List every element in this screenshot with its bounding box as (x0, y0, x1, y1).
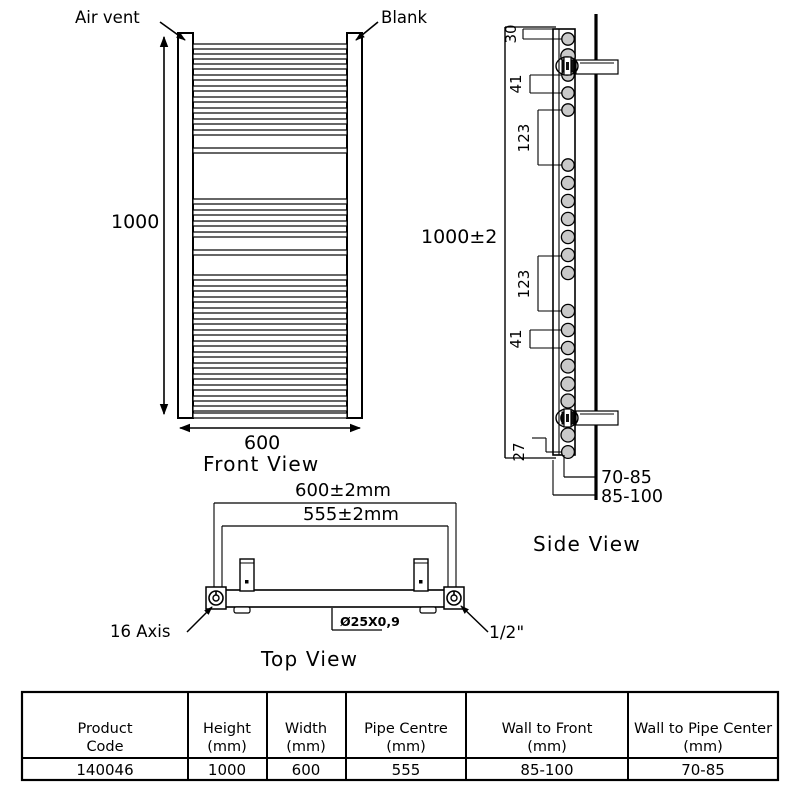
spec-table-border (20, 690, 780, 782)
front-view-height-dim-label: 1000 (111, 211, 159, 233)
top-view-posts (239, 558, 429, 592)
pipe-circle (561, 86, 575, 100)
spec-table-header-row: Product Code Height (mm) Width (mm) Pipe… (77, 721, 772, 755)
side-dim-label-30: 30 (502, 24, 520, 43)
spec-cell-wall-to-front: 85-100 (520, 761, 573, 779)
top-view-title: Top View (260, 647, 358, 671)
side-dim-label-123-upper: 123 (515, 124, 533, 153)
spec-header-cell-unit: (mm) (386, 739, 426, 755)
top-view-tube-spec-label: Ø25X0,9 (340, 614, 400, 629)
pipe-circle (560, 247, 576, 263)
side-dim-27: 27 (510, 437, 562, 462)
top-view-left-fitting (205, 586, 227, 610)
top-view-tube-spec-leader (331, 608, 382, 631)
pipe-circle (561, 103, 575, 117)
pipe-circle (560, 376, 576, 392)
spec-header-cell-unit: (mm) (527, 739, 567, 755)
side-dim-label-123-lower: 123 (515, 270, 533, 299)
pipe-circle (561, 158, 575, 172)
front-view-left-rail (177, 32, 194, 419)
side-dim-41-lower: 41 (507, 329, 562, 349)
side-view-bracket-top (555, 56, 619, 76)
side-dim-label-41-lower: 41 (507, 329, 525, 348)
side-dim-label-70-85: 70-85 (601, 468, 652, 488)
spec-header-cell: Height (203, 721, 251, 737)
spec-header-cell-unit: (mm) (286, 739, 326, 755)
spec-header-cell: Pipe Centre (364, 721, 448, 737)
side-dim-123-lower: 123 (515, 255, 562, 312)
spec-cell-pipe-centre: 555 (392, 761, 421, 779)
spec-header-cell-unit: (mm) (207, 739, 247, 755)
spec-header-cell: Wall to Pipe Center (634, 721, 772, 737)
spec-header-cell: Wall to Front (502, 721, 593, 737)
pipe-circle (560, 340, 576, 356)
front-view-callout-left: Air vent (75, 8, 140, 27)
top-view-right-fitting (443, 586, 465, 610)
pipe-circle (560, 427, 576, 443)
spec-table-column-dividers (187, 692, 629, 780)
pipe-circle (560, 193, 576, 209)
top-dim-centre: 555±2mm (221, 504, 449, 597)
spec-cell-height: 1000 (208, 761, 246, 779)
pipe-circle (560, 211, 576, 227)
side-dim-label-85-100: 85-100 (601, 487, 663, 507)
spec-table: Product Code Height (mm) Width (mm) Pipe… (20, 690, 780, 782)
front-view-callout-right: Blank (381, 8, 427, 27)
front-view-right-rail (346, 32, 363, 419)
spec-cell-wall-to-pipe-center: 70-85 (681, 761, 725, 779)
top-view-main-tube (211, 589, 459, 608)
side-view: 1000±2 30 41 123 123 (421, 14, 663, 556)
top-dim-overall: 600±2mm (213, 480, 457, 596)
spec-header-cell: Product (77, 721, 132, 737)
pipe-circle (560, 175, 576, 191)
front-view-title: Front View (203, 452, 319, 476)
side-view-bracket-bottom (555, 408, 619, 428)
top-view-callout-right: 1/2" (489, 623, 524, 643)
side-dim-wall-to-pipe: 70-85 (563, 455, 652, 488)
pipe-circle (560, 303, 576, 319)
pipe-circle (561, 32, 575, 46)
spec-header-cell-unit: (mm) (683, 739, 723, 755)
front-view: Air vent Blank 1000 600 Front View (75, 8, 427, 476)
spec-header-cell-unit: Code (86, 739, 123, 755)
blank-leader (355, 21, 379, 41)
air-vent-leader (159, 21, 186, 41)
axis-leader (186, 606, 213, 633)
side-dim-label-41-upper: 41 (507, 74, 525, 93)
pipe-circle (560, 229, 576, 245)
top-view: 600±2mm 555±2mm (110, 480, 524, 671)
side-dim-label-27: 27 (510, 442, 528, 461)
top-dim-label-centre: 555±2mm (303, 504, 399, 525)
side-view-title: Side View (533, 532, 641, 556)
thread-size-leader (460, 605, 489, 633)
side-dim-30: 30 (502, 24, 562, 44)
pipe-circle (560, 393, 576, 409)
side-dim-wall-to-front: 85-100 (552, 460, 663, 507)
pipe-circle (560, 322, 576, 338)
front-view-width-dim-label: 600 (244, 432, 280, 454)
top-view-callout-left: 16 Axis (110, 622, 170, 641)
top-dim-label-overall: 600±2mm (295, 480, 391, 501)
side-dim-41-upper: 41 (507, 74, 562, 94)
front-view-rungs (192, 43, 348, 419)
spec-cell-product-code: 140046 (76, 761, 133, 779)
pipe-circle (560, 265, 576, 281)
side-dim-123-upper: 123 (515, 109, 562, 166)
spec-table-row: 140046 1000 600 555 85-100 70-85 (76, 761, 724, 779)
pipe-circle (560, 358, 576, 374)
spec-header-cell: Width (285, 721, 327, 737)
spec-cell-width: 600 (292, 761, 321, 779)
side-view-height-dim-label: 1000±2 (421, 226, 497, 248)
top-view-feet (233, 606, 437, 614)
